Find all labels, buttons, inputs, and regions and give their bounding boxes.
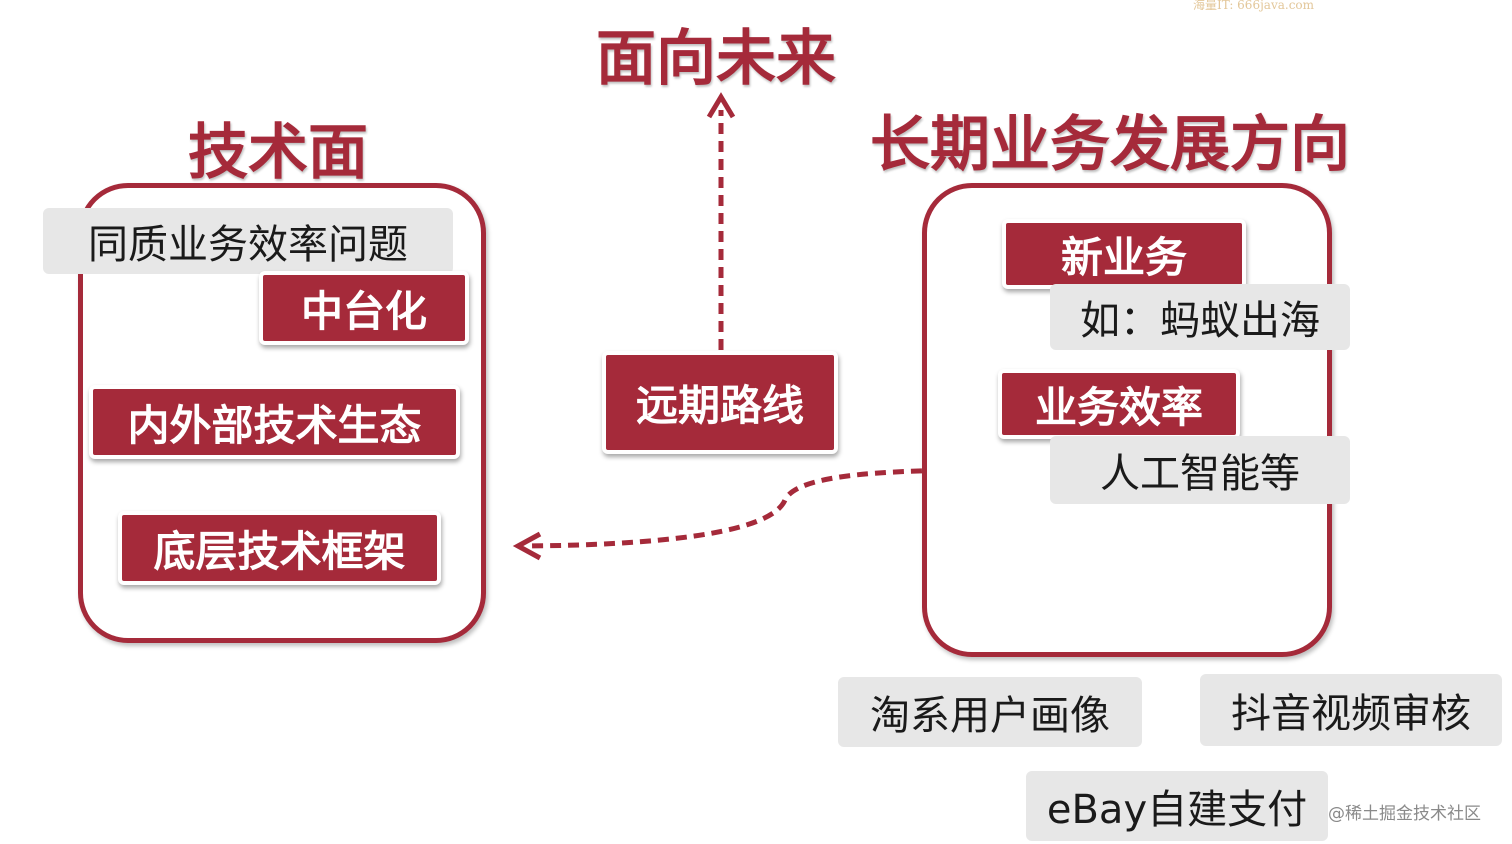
example-douyin: 抖音视频审核: [1200, 674, 1502, 746]
biz-efficiency: 业务效率: [998, 369, 1240, 439]
tech-item-framework: 底层技术框架: [118, 511, 441, 585]
route-box: 远期路线: [602, 351, 838, 454]
biz-efficiency-example: 人工智能等: [1050, 436, 1350, 504]
up-arrow-head: [706, 92, 736, 119]
tech-item-ecosystem: 内外部技术生态: [89, 385, 460, 459]
center-title: 面向未来: [596, 24, 836, 94]
tech-item-homogeneous: 同质业务效率问题: [43, 208, 453, 274]
example-taobao: 淘系用户画像: [838, 677, 1142, 747]
biz-title: 长期业务发展方向: [870, 110, 1350, 180]
tech-title: 技术面: [188, 118, 368, 188]
watermark-bottom: @稀土掘金技术社区: [1328, 804, 1481, 824]
biz-new-business-example: 如：蚂蚁出海: [1050, 284, 1350, 350]
biz-new-business: 新业务: [1002, 219, 1246, 289]
tech-item-middle-platform: 中台化: [259, 271, 469, 345]
left-arrow-head: [512, 531, 542, 561]
watermark-top: 海量IT: 666java.com: [1193, 0, 1315, 12]
example-ebay: eBay自建支付: [1026, 771, 1328, 841]
